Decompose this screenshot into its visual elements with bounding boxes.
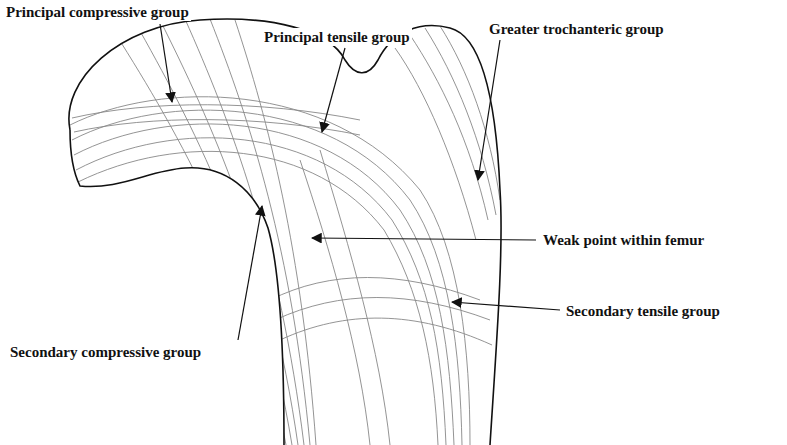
trabecular-lines: [70, 19, 500, 445]
leader-arrows: [160, 24, 560, 340]
callout-label: Weak point within femur: [541, 231, 706, 249]
callout-label: Principal compressive group: [4, 3, 191, 21]
callout-label: Greater trochanteric group: [487, 20, 666, 38]
leader-arrow: [160, 24, 172, 102]
femur-outline: [69, 19, 501, 445]
callout-label: Secondary tensile group: [564, 302, 722, 320]
leader-arrow: [452, 302, 560, 310]
leader-arrow: [312, 238, 536, 240]
leader-arrow: [238, 206, 262, 340]
callout-label: Principal tensile group: [262, 28, 412, 46]
callout-label: Secondary compressive group: [8, 343, 203, 361]
leader-arrow: [478, 40, 500, 180]
leader-arrow: [322, 48, 345, 132]
